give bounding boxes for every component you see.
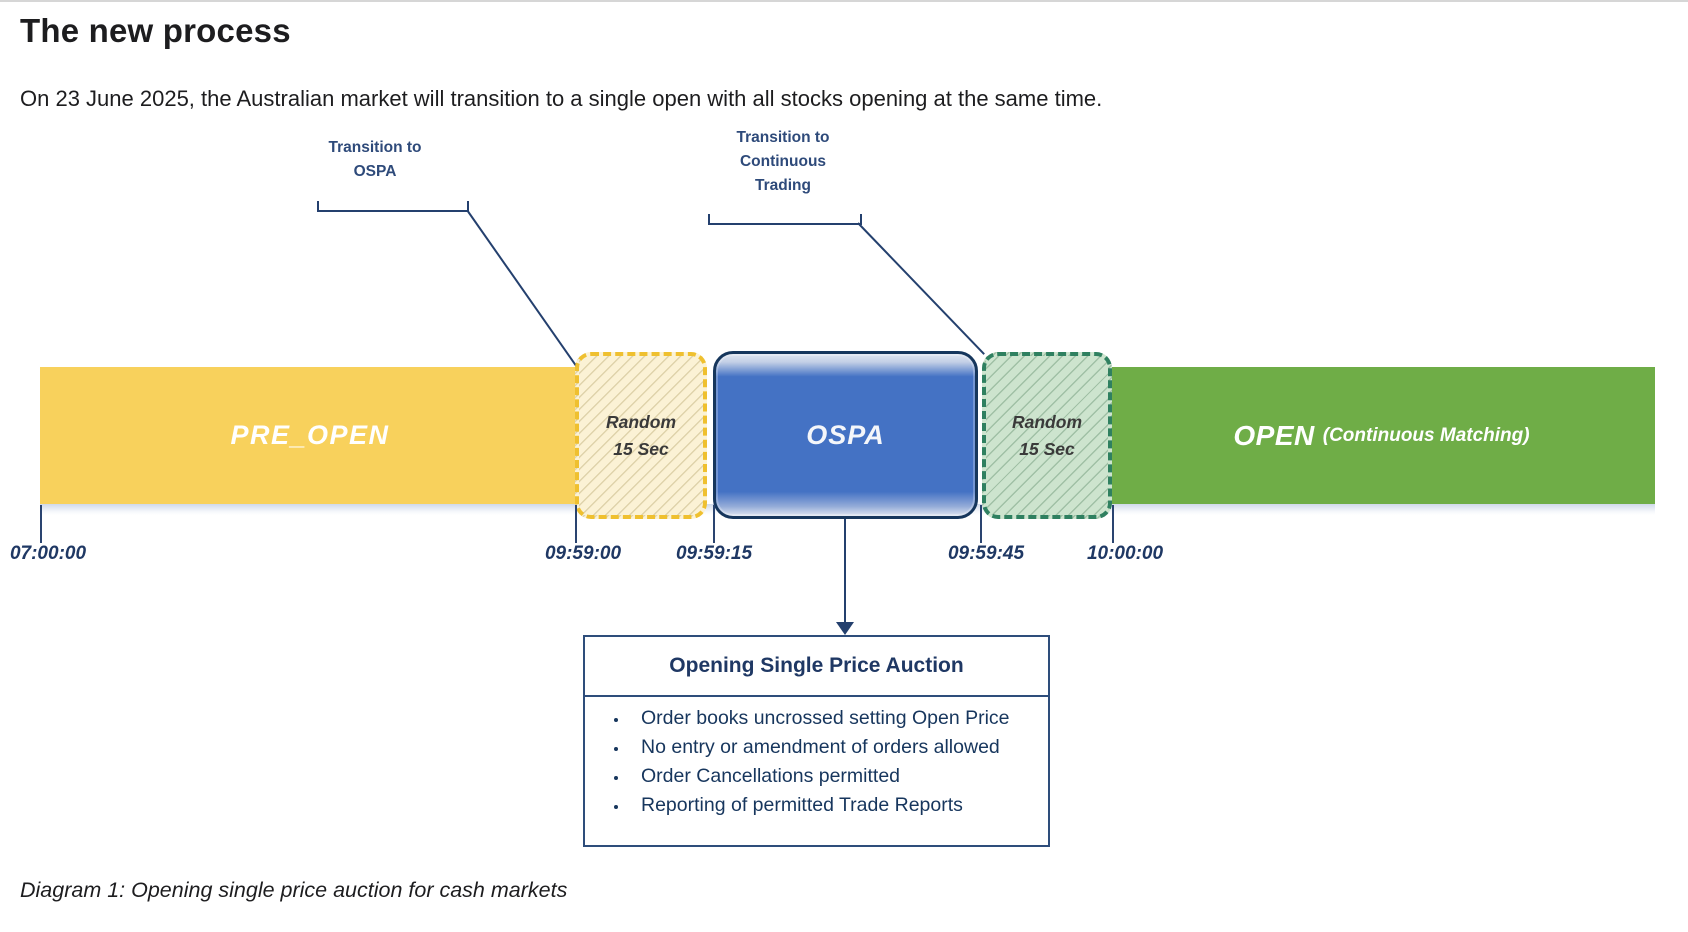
segment-label: Random — [1012, 411, 1082, 432]
auction-bullet: Reporting of permitted Trade Reports — [629, 793, 1042, 817]
page-title: The new process — [20, 12, 291, 49]
time-label-0700: 07:00:00 — [9, 543, 87, 564]
segment-random-15sec-before-ospa: Random 15 Sec — [575, 352, 707, 519]
callout-line: OSPA — [353, 163, 397, 180]
ospa-arrow-line — [844, 519, 846, 623]
callout-bracket — [317, 201, 469, 212]
callout-line: Transition to — [328, 139, 422, 156]
callout-line: Continuous — [739, 153, 827, 170]
auction-bullet: Order Cancellations permitted — [629, 764, 1042, 788]
callout-line: Trading — [755, 177, 811, 194]
segment-label: OPEN — [1233, 419, 1315, 451]
segment-ospa: OSPA — [713, 351, 978, 519]
segment-label: Random — [606, 411, 676, 432]
axis-tick — [713, 505, 715, 543]
auction-bullet-list: Order books uncrossed setting Open Price… — [585, 706, 1048, 817]
auction-bullet: No entry or amendment of orders allowed — [629, 735, 1042, 759]
callout-transition-to-ospa: Transition to OSPA — [280, 136, 470, 184]
callout-leader-line — [466, 209, 578, 368]
callout-leader-line — [857, 222, 985, 355]
ospa-arrow-head-icon — [836, 622, 854, 635]
time-label-095945: 09:59:45 — [947, 543, 1025, 564]
segment-label: PRE_OPEN — [230, 420, 390, 450]
callout-bracket — [708, 214, 862, 225]
segment-label: 15 Sec — [1019, 438, 1075, 459]
segment-label: OSPA — [806, 419, 885, 450]
auction-bullet: Order books uncrossed setting Open Price — [629, 706, 1042, 730]
axis-tick — [40, 505, 42, 543]
callout-transition-to-continuous-trading: Transition to Continuous Trading — [688, 126, 878, 198]
axis-tick — [575, 505, 577, 543]
time-label-095915: 09:59:15 — [675, 543, 753, 564]
page-subtitle: On 23 June 2025, the Australian market w… — [20, 86, 1103, 111]
axis-tick — [1112, 505, 1114, 543]
time-label-100000: 10:00:00 — [1086, 543, 1164, 564]
diagram-caption: Diagram 1: Opening single price auction … — [20, 878, 568, 902]
segment-sublabel: (Continuous Matching) — [1322, 424, 1530, 446]
segment-label: 15 Sec — [613, 438, 669, 459]
segment-pre-open: PRE_OPEN — [40, 367, 580, 504]
auction-box-title: Opening Single Price Auction — [585, 637, 1048, 697]
time-label-095900: 09:59:00 — [544, 543, 622, 564]
segment-random-15sec-before-open: Random 15 Sec — [982, 352, 1112, 519]
auction-detail-box: Opening Single Price Auction Order books… — [583, 635, 1050, 847]
axis-tick — [980, 505, 982, 543]
callout-line: Transition to — [736, 129, 830, 146]
segment-open: OPEN (Continuous Matching) — [1108, 367, 1655, 504]
